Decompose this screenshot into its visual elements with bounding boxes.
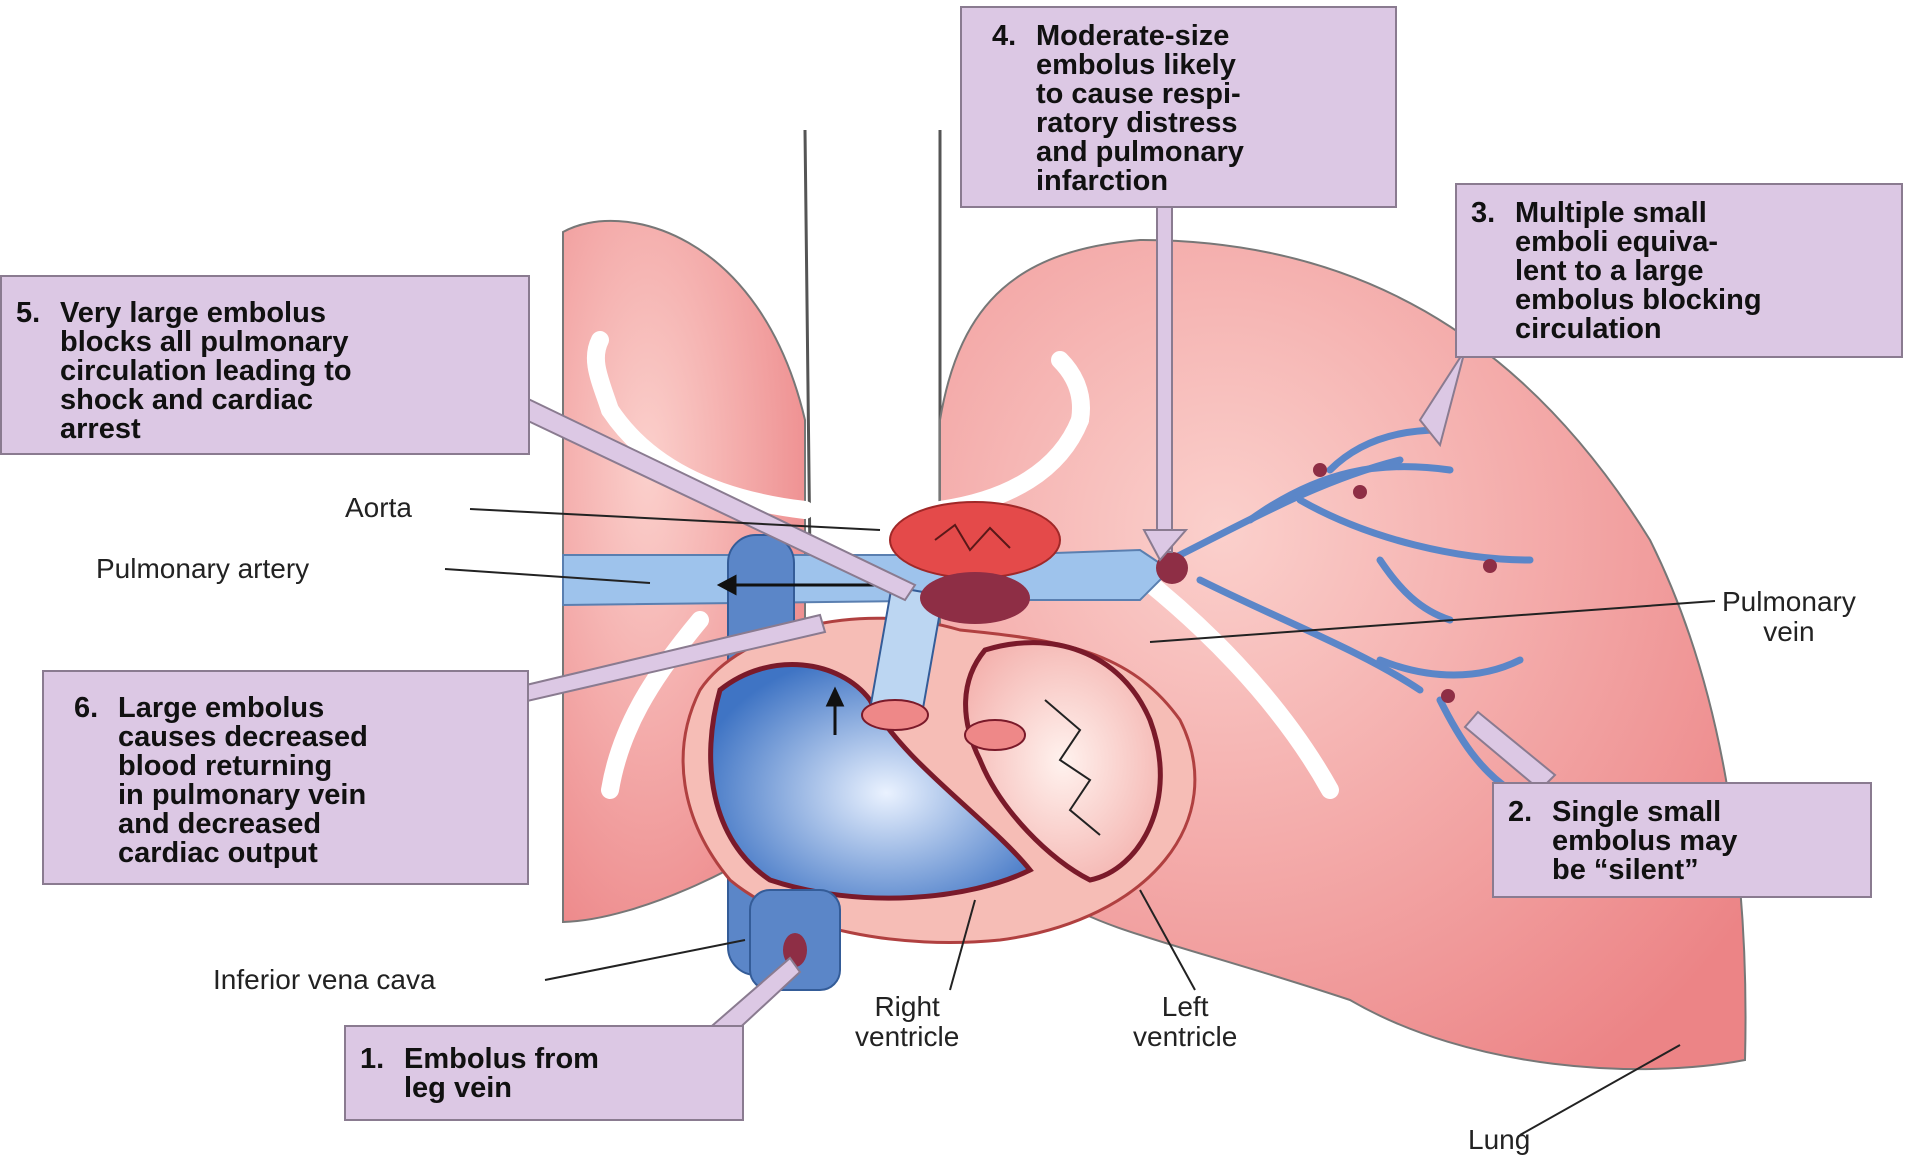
large-embolus	[920, 572, 1030, 624]
trachea	[805, 130, 940, 560]
label-lung: Lung	[1468, 1125, 1530, 1155]
callout-3-multiple-small-emboli: 3.Multiple small emboli equiva- lent to …	[1455, 183, 1903, 358]
callout-2-single-small-embolus: 2.Single small embolus may be “silent”	[1492, 782, 1872, 898]
callout-6-large-embolus: 6.Large embolus causes decreased blood r…	[42, 670, 529, 885]
callout-number: 3.	[1471, 199, 1515, 344]
callout-text: Very large embolus blocks all pulmonary …	[60, 299, 352, 444]
callout-4-moderate-size-embolus: 4.Moderate-size embolus likely to cause …	[960, 6, 1397, 208]
callout-1-embolus-from-leg-vein: 1.Embolus from leg vein	[344, 1025, 744, 1121]
callout-text: Multiple small emboli equiva- lent to a …	[1515, 199, 1762, 344]
callout-text: Single small embolus may be “silent”	[1552, 798, 1737, 885]
label-pulmonary-vein: Pulmonary vein	[1722, 587, 1856, 647]
callout-text: Moderate-size embolus likely to cause re…	[1036, 22, 1244, 196]
label-inferior-vena-cava: Inferior vena cava	[213, 965, 436, 995]
callout-text: Embolus from leg vein	[404, 1045, 599, 1103]
callout-5-very-large-embolus: 5.Very large embolus blocks all pulmonar…	[0, 275, 530, 455]
callout-number: 4.	[992, 22, 1036, 196]
label-pulmonary-artery: Pulmonary artery	[96, 554, 309, 584]
callout-number: 1.	[360, 1045, 404, 1103]
aortic-arch	[890, 502, 1060, 578]
callout-number: 6.	[74, 694, 118, 868]
label-right-ventricle: Right ventricle	[855, 992, 959, 1052]
label-aorta: Aorta	[345, 493, 412, 523]
callout-number: 2.	[1508, 798, 1552, 885]
callout-text: Large embolus causes decreased blood ret…	[118, 694, 368, 868]
label-left-ventricle: Left ventricle	[1133, 992, 1237, 1052]
callout-number: 5.	[16, 299, 60, 444]
